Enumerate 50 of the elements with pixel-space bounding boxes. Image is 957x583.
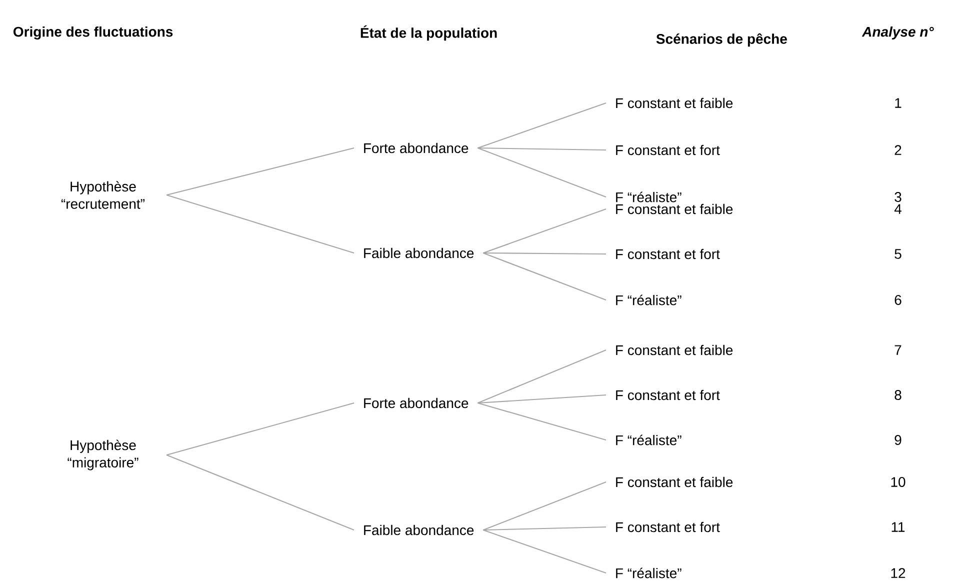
branch-line [166,454,354,530]
scenario-label: F constant et faible [616,344,733,356]
hypothesis-label: Hypothèse “recrutement” [62,181,144,209]
state-label: Forte abondance [364,142,468,154]
analysis-number: 12 [891,568,906,578]
scenario-label: F constant et fort [616,248,720,260]
state-label: Forte abondance [364,398,468,408]
column-header: État de la population [360,25,497,41]
branch-line [166,147,354,196]
analysis-number: 11 [892,522,905,532]
analysis-number: 1 [895,98,902,108]
hypothesis-label: Hypothèse “migratoire” [68,440,138,470]
analysis-number: 8 [894,390,902,400]
column-header: Analyse n° [862,26,934,40]
branch-line [482,252,606,300]
branch-line [478,394,606,404]
branch-line [482,482,606,530]
analysis-number: 2 [894,145,902,155]
branch-line [478,402,606,441]
column-header: Origine des fluctuations [14,26,173,40]
analysis-number: 7 [894,345,902,355]
scenario-label: F constant et faible [616,476,733,488]
branch-line [483,208,606,254]
state-label: Faible abondance [364,524,474,536]
scenario-label: F constant et fort [616,144,720,156]
analysis-number: 6 [894,295,902,305]
scenario-label: F constant et fort [616,522,720,532]
analysis-number: 9 [894,435,902,445]
scenario-label: F “réaliste” [616,434,682,446]
branch-line [483,530,606,574]
branch-line [478,102,606,148]
analysis-number: 3 [894,192,902,202]
scenario-label: F “réaliste” [616,192,682,202]
branch-line [478,148,606,198]
column-header: Scénarios de pêche [656,33,787,47]
branch-line [483,252,606,255]
scenario-label: F “réaliste” [616,568,682,578]
scenario-label: F constant et faible [616,204,733,214]
scenario-label: F constant et faible [616,98,733,108]
analysis-number: 4 [894,204,902,214]
branch-line [166,194,354,254]
state-label: Faible abondance [364,248,474,258]
scenario-label: F “réaliste” [616,294,682,306]
branch-line [166,402,354,456]
branch-line [478,147,606,151]
branch-line [483,526,606,531]
analysis-number: 5 [894,249,902,259]
branch-line [478,350,606,404]
analysis-number: 10 [891,477,906,487]
scenario-label: F constant et fort [616,390,720,400]
